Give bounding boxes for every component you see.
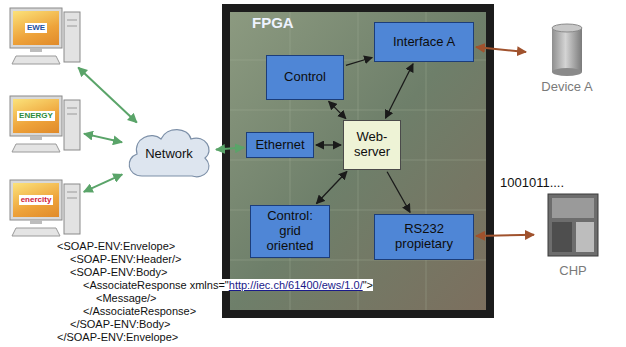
xml-text: </SOAP-ENV:Body>	[70, 318, 170, 330]
drawing-part	[67, 26, 77, 27]
connector	[216, 148, 244, 150]
chp-unit	[548, 194, 598, 256]
monitor-screen: ENERGY	[13, 99, 59, 133]
xml-line: <Message/>	[96, 292, 157, 304]
device-label: CHP	[536, 263, 610, 278]
company-logo: EWE	[25, 23, 47, 34]
drawing-part	[67, 198, 77, 199]
chip-die	[230, 12, 486, 310]
drawing-part	[552, 68, 582, 76]
drawing-part	[67, 192, 77, 193]
connector	[476, 235, 534, 236]
drawing-part	[30, 136, 42, 140]
xml-line: <SOAP-ENV:Envelope>	[57, 240, 175, 252]
drawing-part	[67, 108, 77, 109]
function-block: Interface A	[374, 22, 474, 62]
drawing-part	[10, 8, 62, 48]
xml-text: <AssociateResponse xmlns="	[83, 279, 229, 291]
function-block: Control: grid oriented	[250, 205, 330, 258]
company-logo: ENERGY	[17, 111, 55, 122]
connector	[316, 144, 341, 145]
bit-stream: 1001011....	[500, 175, 564, 190]
client-computer: ENERGY	[10, 96, 82, 154]
drawing-part	[67, 20, 77, 21]
device-cylinder	[552, 24, 582, 76]
drawing-part	[548, 194, 598, 256]
block-label: Interface A	[393, 35, 455, 50]
die-texture	[230, 12, 486, 310]
drawing-part	[64, 12, 80, 62]
drawing-part	[64, 100, 80, 150]
drawing-part	[10, 96, 62, 136]
network-label: Network	[145, 146, 193, 161]
connector	[387, 172, 410, 213]
drawing-part	[30, 220, 42, 224]
monitor-screen: enercity	[13, 183, 59, 217]
drawing-part	[552, 198, 594, 218]
drawing-part	[576, 222, 594, 252]
device-label: Device A	[528, 79, 606, 94]
block-label: Control	[284, 70, 326, 85]
cloud-text-holder: Network	[124, 124, 214, 182]
namespace-url: http://iec.ch/61400/ews/1.0/	[229, 279, 363, 291]
server-box: Web-server	[343, 120, 401, 170]
drawing-part	[12, 144, 60, 152]
xml-text: ">	[363, 279, 373, 291]
device: Device A	[528, 18, 606, 94]
computer-0	[10, 8, 80, 64]
connector	[386, 64, 414, 118]
drawing-part	[30, 48, 42, 52]
function-block: RS232 propietary	[374, 214, 474, 260]
function-block: Control	[266, 55, 344, 100]
connector	[78, 67, 137, 122]
connector	[84, 134, 122, 143]
cloud-shape	[129, 130, 209, 177]
drawing-part	[552, 28, 582, 72]
chip-title: FPGA	[252, 14, 294, 31]
xml-text: <SOAP-ENV:Envelope>	[57, 240, 175, 252]
monitor-screen: EWE	[13, 11, 59, 45]
block-label: Ethernet	[255, 138, 304, 153]
connector	[329, 101, 346, 118]
xml-text: <SOAP-ENV:Header/>	[70, 253, 181, 265]
xml-line: <SOAP-ENV:Header/>	[70, 253, 181, 265]
block-label: RS232 propietary	[380, 222, 468, 252]
chip-package	[222, 4, 494, 318]
drawing-part	[67, 114, 77, 115]
drawing-part	[552, 24, 582, 32]
computer-1	[10, 96, 80, 152]
network-cloud: Network	[124, 124, 214, 182]
client-computer: EWE	[10, 8, 82, 66]
xml-text: <Message/>	[96, 292, 157, 304]
connector	[317, 172, 347, 204]
fpga-chip: FPGA Control Interface A Ethernet Web-server…	[222, 4, 494, 318]
connector	[84, 174, 122, 192]
xml-line: </SOAP-ENV:Envelope>	[57, 331, 178, 343]
xml-text: </SOAP-ENV:Envelope>	[57, 331, 178, 343]
block-label: Control: grid oriented	[256, 209, 324, 254]
device: CHP	[536, 190, 610, 278]
xml-line: <SOAP-ENV:Body>	[70, 266, 167, 278]
block-label: Web-server	[349, 130, 395, 160]
xml-line: </SOAP-ENV:Body>	[70, 318, 170, 330]
drawing-part	[64, 184, 80, 234]
drawing-part	[10, 180, 62, 220]
drawing-part	[12, 228, 60, 236]
computer-2	[10, 180, 80, 236]
connector	[346, 58, 372, 66]
connector	[476, 47, 526, 52]
xml-text: <SOAP-ENV:Body>	[70, 266, 167, 278]
xml-line: </AssociateResponse>	[83, 305, 196, 317]
drawing-part	[552, 222, 572, 252]
client-computer: enercity	[10, 180, 82, 238]
function-block: Ethernet	[246, 132, 314, 158]
company-logo: enercity	[19, 195, 54, 206]
drawing-part	[12, 56, 60, 64]
xml-line: <AssociateResponse xmlns="http://iec.ch/…	[83, 279, 373, 291]
xml-text: </AssociateResponse>	[83, 305, 196, 317]
